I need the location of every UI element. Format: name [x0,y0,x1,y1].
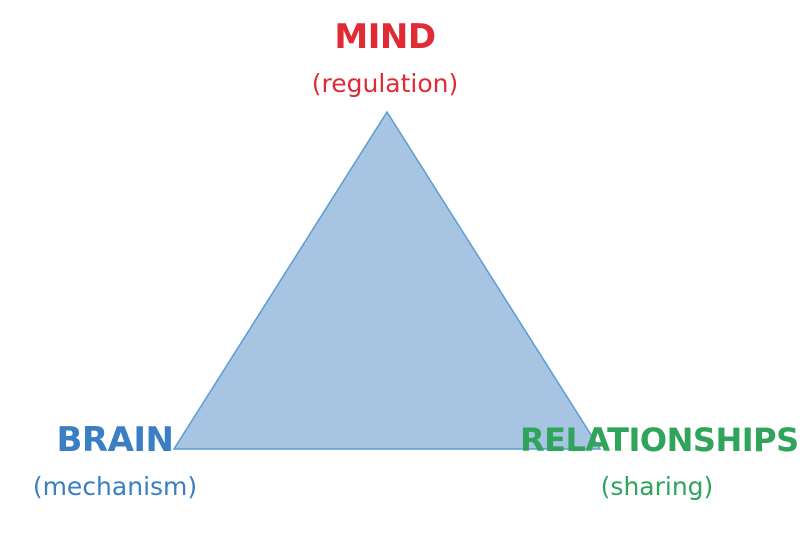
relationships-subtitle: (sharing) [600,472,714,501]
node-relationships: RELATIONSHIPS (sharing) [520,420,799,502]
mind-subtitle: (regulation) [311,69,459,98]
brain-subtitle: (mechanism) [32,472,198,501]
brain-title: BRAIN [56,420,174,460]
node-mind: MIND (regulation) [285,17,485,99]
mind-title: MIND [334,17,436,57]
triangle-shape [172,110,602,450]
relationships-title: RELATIONSHIPS [520,421,799,459]
node-brain: BRAIN (mechanism) [10,420,220,502]
